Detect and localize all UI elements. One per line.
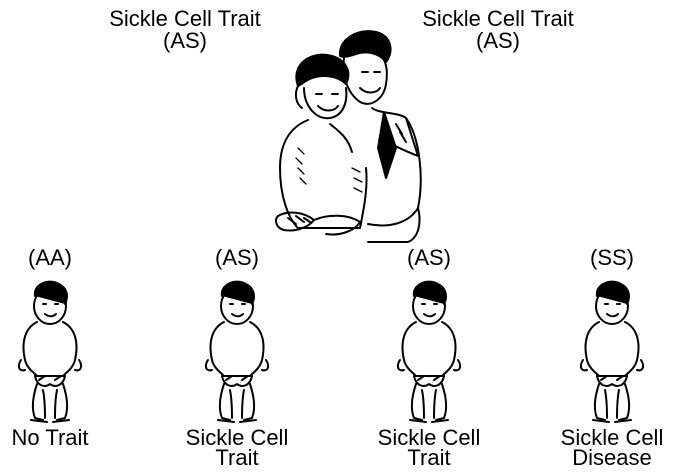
parent-right-trait: Sickle Cell Trait [378, 8, 618, 30]
child-4-genotype: (SS) [562, 245, 662, 271]
child-3-outcome-line2: Trait [354, 448, 504, 468]
baby-4-icon [577, 280, 647, 425]
child-2-outcome-line2: Trait [162, 448, 312, 468]
child-2-outcome: Sickle Cell Trait [162, 428, 312, 468]
child-1-outcome: No Trait [0, 428, 125, 448]
child-1-outcome-line1: No Trait [0, 428, 125, 448]
child-1-genotype: (AA) [0, 245, 100, 271]
baby-1-icon [15, 280, 85, 425]
child-3-outcome: Sickle Cell Trait [354, 428, 504, 468]
baby-2-icon [202, 280, 272, 425]
child-3-genotype: (AS) [379, 245, 479, 271]
baby-3-icon [394, 280, 464, 425]
child-4-outcome: Sickle Cell Disease [537, 428, 687, 468]
couple-illustration-icon [268, 28, 428, 243]
child-4-outcome-line2: Disease [537, 448, 687, 468]
child-2-genotype: (AS) [187, 245, 287, 271]
parent-left-trait: Sickle Cell Trait [65, 8, 305, 30]
